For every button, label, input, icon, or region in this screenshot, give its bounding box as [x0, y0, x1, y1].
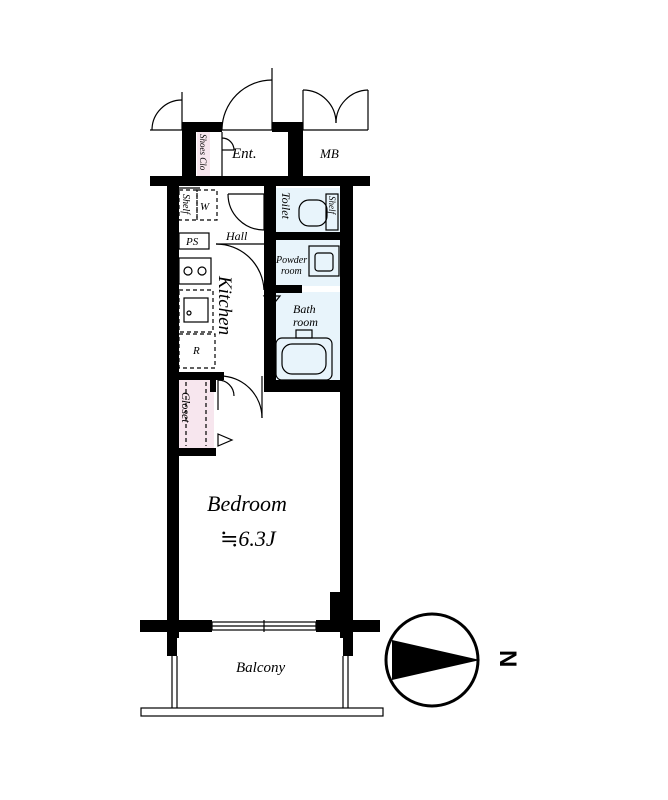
shoes-closet-label: Shoes Clo — [198, 134, 208, 171]
entrance-label: Ent. — [231, 146, 257, 162]
closet-fill — [178, 378, 214, 450]
bath-room-label-2: room — [293, 315, 318, 329]
bedroom-label: Bedroom — [207, 491, 287, 516]
fixtures — [178, 189, 340, 446]
compass-needle-icon — [392, 640, 480, 680]
interior-doors — [176, 132, 282, 447]
powder-room-label-2: room — [281, 266, 302, 277]
walls — [140, 122, 380, 656]
meter-box-label: MB — [319, 146, 339, 161]
compass — [384, 612, 480, 708]
bath-room-fill — [275, 292, 340, 382]
toilet-label: Toilet — [279, 192, 293, 220]
entrance-doors — [150, 68, 369, 131]
hall-label: Hall — [225, 229, 248, 243]
closet-label: Closet — [179, 392, 193, 423]
washer-label: W — [200, 201, 210, 213]
balcony-rail — [140, 656, 384, 717]
kitchen-label: Kitchen — [214, 275, 235, 335]
shelf-top-label: Shelf — [180, 194, 191, 215]
bedroom-area-label: ≒6.3J — [220, 526, 277, 551]
compass-north-label: N — [494, 650, 521, 667]
bath-room-label-1: Bath — [293, 302, 316, 316]
pipe-space-label: PS — [185, 236, 199, 248]
shelf-toilet-label: Shelf — [327, 196, 337, 215]
powder-room-fill — [275, 240, 340, 286]
refrigerator-label: R — [192, 345, 200, 357]
balcony-label: Balcony — [236, 660, 285, 676]
powder-room-label-1: Powder — [275, 255, 307, 266]
shoes-closet-fill — [197, 132, 210, 178]
balcony-window — [211, 620, 317, 632]
